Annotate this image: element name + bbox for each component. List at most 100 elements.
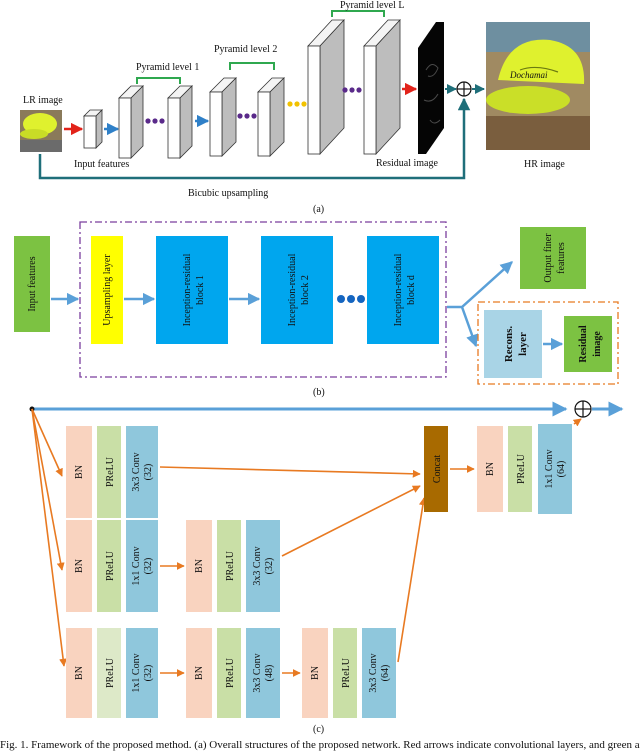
inception-block-2-text-a: Inception-residual	[287, 253, 298, 326]
inception-block-d-text-a: Inception-residual	[393, 253, 404, 326]
ellipsis-dots	[145, 118, 165, 124]
bn-text: BN	[74, 666, 85, 680]
pyramid-level-L-label: Pyramid level L	[340, 0, 404, 11]
bn-box	[66, 426, 92, 518]
conv-text-a: 1x1 Conv	[131, 653, 142, 692]
bn-text: BN	[310, 666, 321, 680]
panel-a: LR image Input features Pyramid level 1	[20, 0, 590, 215]
prelu-box	[508, 426, 532, 512]
input-features-label: Input features	[74, 159, 129, 170]
recons-layer-box	[484, 310, 542, 378]
ellipsis-dots-blue	[337, 295, 365, 303]
upsampling-layer-box	[91, 236, 123, 344]
bracket-level-L	[331, 10, 385, 17]
conv-text-a: 3x3 Conv	[252, 653, 263, 692]
conv-text-b: (32)	[264, 558, 275, 575]
pyramid-level-1-label: Pyramid level 1	[136, 62, 199, 73]
conv-3x3-48-box	[246, 628, 280, 718]
pyramid-slab	[167, 85, 193, 159]
bn-box	[302, 628, 328, 718]
conv-text-b: (64)	[380, 665, 391, 682]
prelu-text: PReLU	[225, 550, 236, 581]
orange-arrow	[281, 485, 421, 557]
upsampling-layer-text: Upsampling layer	[102, 254, 113, 326]
lr-image-label: LR image	[23, 95, 63, 106]
sky-arrow	[460, 306, 479, 348]
inception-block-d-box	[367, 236, 439, 344]
recons-text-b: layer	[517, 332, 529, 356]
hr-image-hat-text: Dochamai	[509, 70, 548, 80]
residual-image-label: Residual image	[376, 158, 438, 169]
conv-text-b: (32)	[143, 464, 154, 481]
concat-text: Concat	[432, 455, 443, 484]
prelu-text: PReLU	[105, 550, 116, 581]
hr-image: Dochamai	[486, 22, 590, 150]
conv-text-b: (48)	[264, 665, 275, 682]
output-finer-text-a: Output finer	[543, 233, 554, 283]
conv-3x3-32-box	[246, 520, 280, 612]
ellipsis-dots	[237, 113, 257, 119]
prelu-box	[217, 628, 241, 718]
pyramid-slab	[363, 18, 401, 156]
prelu-text: PReLU	[105, 657, 116, 688]
conv-text-b: (32)	[143, 558, 154, 575]
bicubic-upsampling-path	[38, 97, 471, 180]
orange-arrow	[31, 408, 65, 571]
output-finer-text-b: features	[556, 242, 567, 274]
sum-node	[456, 81, 472, 97]
panel-b: Input features Upsampling layer Inceptio…	[14, 221, 619, 398]
sub-caption-c: (c)	[313, 724, 324, 735]
conv-text-a: 1x1 Conv	[131, 546, 142, 585]
orange-arrow	[572, 418, 582, 427]
panel-c: BN PReLU 3x3 Conv (32) BN PReLU 1x1 Conv…	[29, 400, 624, 735]
inception-block-2-text-b: block 2	[300, 275, 311, 305]
pyramid-slab	[257, 77, 285, 157]
bracket-level-2	[229, 62, 275, 70]
conv-text-a: 1x1 Conv	[544, 449, 555, 488]
conv-1x1-32-box	[126, 520, 158, 612]
residual-text-b: image	[592, 331, 603, 357]
prelu-box	[333, 628, 357, 718]
orange-arrow	[397, 497, 427, 663]
output-finer-features-box	[520, 227, 586, 289]
bn-text: BN	[74, 465, 85, 479]
sub-caption-a: (a)	[313, 204, 324, 215]
bn-box	[186, 628, 212, 718]
hr-image-label: HR image	[524, 159, 565, 170]
orange-arrow	[31, 408, 68, 667]
lr-image	[20, 110, 62, 152]
purple-dashed-group	[79, 221, 447, 378]
input-features-slab	[83, 109, 103, 149]
orange-arrow	[159, 466, 421, 478]
conv-1x1-32-box	[126, 628, 158, 718]
bn-text: BN	[194, 666, 205, 680]
inception-block-1-text-a: Inception-residual	[182, 253, 193, 326]
prelu-text: PReLU	[225, 657, 236, 688]
sky-arrow	[447, 261, 513, 309]
orange-dashed-group	[477, 301, 619, 385]
bn-box	[66, 520, 92, 612]
conv-text-b: (32)	[143, 665, 154, 682]
conv-text-a: 3x3 Conv	[131, 452, 142, 491]
ellipsis-dots	[342, 87, 362, 93]
conv-3x3-32-box	[126, 426, 158, 518]
recons-text-a: Recons.	[503, 326, 515, 363]
pyramid-slab	[307, 18, 345, 156]
bn-box	[66, 628, 92, 718]
conv-text-b: (64)	[556, 461, 567, 478]
pyramid-slab	[209, 77, 237, 157]
orange-arrow	[31, 408, 63, 477]
bn-text: BN	[194, 559, 205, 573]
prelu-text: PReLU	[516, 453, 527, 484]
concat-box	[424, 426, 448, 512]
residual-text-a: Residual	[578, 325, 589, 362]
bn-box	[186, 520, 212, 612]
bn-box	[477, 426, 503, 512]
ellipsis-dots-yellow	[287, 101, 307, 107]
bicubic-label: Bicubic upsampling	[188, 188, 268, 199]
inception-block-1-text-b: block 1	[195, 275, 206, 305]
inception-block-d-text-b: block d	[406, 275, 417, 305]
residual-image-box	[564, 316, 612, 372]
prelu-box	[217, 520, 241, 612]
